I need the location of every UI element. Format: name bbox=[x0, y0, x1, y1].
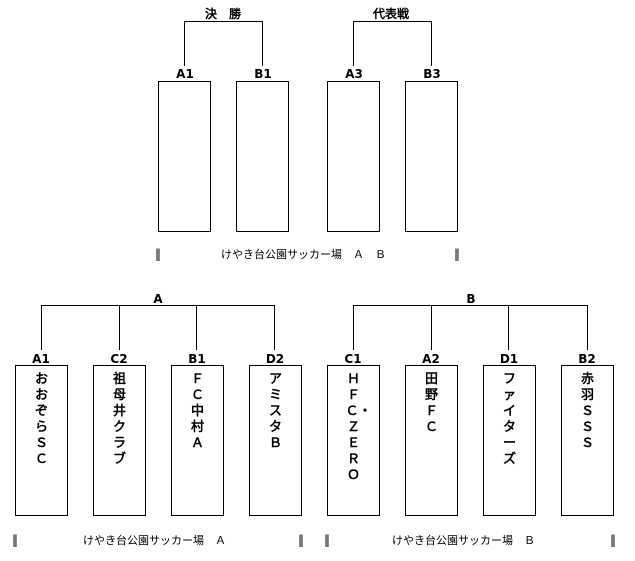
team-box-fc-nakamura: ＦＣ中村 Ａ bbox=[171, 365, 224, 516]
rep-slot-box-b3 bbox=[405, 81, 458, 232]
team-box-hfc-zero: ＨＦＣ・ＺＥＲＯ bbox=[327, 365, 380, 516]
venue-bar-left: ‖ bbox=[155, 247, 161, 261]
team-name: ＦＣ中村 Ａ bbox=[190, 372, 218, 451]
venue-bar-left: ‖ bbox=[324, 533, 330, 547]
venue-bar-right: ‖ bbox=[298, 533, 304, 547]
venue-bar-left: ‖ bbox=[12, 533, 18, 547]
team-name: 田野ＦＣ bbox=[424, 372, 438, 435]
slot-label-a3: A3 bbox=[345, 67, 363, 81]
team-box-tano-fc: 田野ＦＣ bbox=[405, 365, 458, 516]
team-box-amista: アミスタ Ｂ bbox=[249, 365, 302, 516]
team-slot-label: C1 bbox=[344, 352, 362, 366]
group-b-bracket-line bbox=[353, 305, 588, 350]
team-slot-label: A1 bbox=[32, 352, 50, 366]
team-slot-label: B1 bbox=[188, 352, 206, 366]
group-a-label: A bbox=[153, 292, 163, 306]
team-name: ファイターズ bbox=[502, 372, 516, 467]
venue-top: けやき台公園サッカー場 Ａ Ｂ bbox=[221, 248, 386, 261]
venue-b: けやき台公園サッカー場 Ｂ bbox=[392, 534, 535, 547]
team-box-akabane: 赤羽ＳＳＳ bbox=[561, 365, 614, 516]
rep-match-label: 代表戦 bbox=[372, 7, 409, 21]
group-b-label: B bbox=[466, 292, 476, 306]
venue-bar-right: ‖ bbox=[610, 533, 616, 547]
team-name: おおぞらＳＣ bbox=[34, 372, 48, 467]
slot-label-b3: B3 bbox=[423, 67, 441, 81]
venue-a: けやき台公園サッカー場 Ａ bbox=[83, 534, 226, 547]
rep-slot-box-a3 bbox=[327, 81, 380, 232]
final-label: 決 勝 bbox=[204, 7, 241, 21]
rep-bracket-line bbox=[353, 21, 432, 66]
team-slot-label: C2 bbox=[110, 352, 128, 366]
team-slot-label: B2 bbox=[578, 352, 596, 366]
team-box-okozora: おおぞらＳＣ bbox=[15, 365, 68, 516]
final-bracket-line bbox=[184, 21, 263, 66]
team-name: アミスタ Ｂ bbox=[268, 372, 296, 451]
final-slot-box-a1 bbox=[158, 81, 211, 232]
slot-label-a1: A1 bbox=[176, 67, 194, 81]
team-slot-label: D2 bbox=[265, 352, 285, 366]
team-slot-label: D1 bbox=[499, 352, 519, 366]
team-name: ＨＦＣ・ＺＥＲＯ bbox=[345, 372, 372, 483]
team-name: 祖母井クラブ bbox=[112, 372, 126, 467]
group-a-bracket-line bbox=[41, 305, 275, 350]
team-box-fighters: ファイターズ bbox=[483, 365, 536, 516]
team-box-sobai: 祖母井クラブ bbox=[93, 365, 146, 516]
slot-label-b1: B1 bbox=[254, 67, 272, 81]
final-slot-box-b1 bbox=[236, 81, 289, 232]
team-name: 赤羽ＳＳＳ bbox=[580, 372, 594, 451]
team-slot-label: A2 bbox=[422, 352, 440, 366]
venue-bar-right: ‖ bbox=[454, 247, 460, 261]
